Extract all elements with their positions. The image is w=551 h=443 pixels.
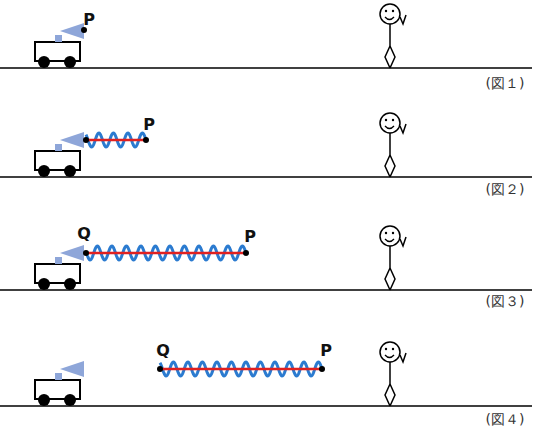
- cart-speaker: [35, 361, 84, 406]
- listener-figure: [380, 4, 406, 68]
- wave-end-dot: [319, 366, 325, 372]
- wave-curve: [160, 362, 322, 376]
- wave-end-dot: [143, 137, 149, 143]
- point-label: Q: [156, 341, 170, 360]
- figure-number: (図２): [486, 181, 525, 199]
- listener-figure: [380, 342, 406, 406]
- wave-axis-line: [86, 139, 146, 142]
- cart-speaker: [35, 23, 84, 68]
- wave-curve: [86, 133, 146, 147]
- point-label: Q: [77, 224, 91, 243]
- wave-end-dot: [83, 250, 89, 256]
- listener-figure: [380, 226, 406, 290]
- wave-end-dot: [243, 250, 249, 256]
- panel-2: [0, 113, 532, 177]
- panel-4: [0, 342, 532, 406]
- figure-number: (図１): [486, 75, 525, 93]
- figure-number: (図４): [486, 411, 525, 429]
- wave-end-dot: [157, 366, 163, 372]
- ground-line: [0, 176, 532, 178]
- point-label: P: [320, 341, 332, 360]
- cart-speaker: [35, 245, 84, 290]
- wave-end-dot: [83, 137, 89, 143]
- wave-curve: [86, 246, 246, 260]
- listener-figure: [380, 113, 406, 177]
- wave-axis-line: [86, 252, 246, 255]
- cart-speaker: [35, 132, 84, 177]
- point-label: P: [83, 10, 95, 29]
- figure-number: (図３): [486, 293, 525, 311]
- point-label: P: [143, 115, 155, 134]
- panel-1: [0, 4, 532, 68]
- ground-line: [0, 405, 532, 407]
- point-label: P: [244, 227, 256, 246]
- wave-axis-line: [160, 368, 322, 371]
- sound-waves: [83, 133, 325, 376]
- ground-line: [0, 67, 532, 69]
- ground-line: [0, 289, 532, 291]
